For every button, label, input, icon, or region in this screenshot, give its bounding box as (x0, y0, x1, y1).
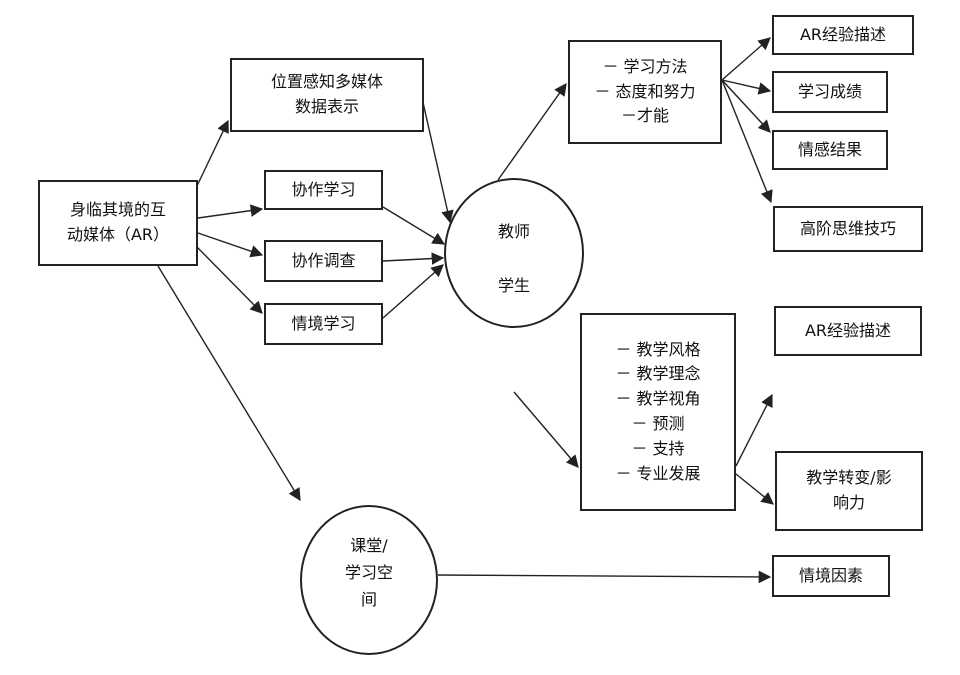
teacher-factor-5: － 支持 (631, 438, 685, 458)
higher-order-thinking-box: 高阶思维技巧 (773, 206, 923, 252)
teaching-impact-box: 教学转变/影 响力 (775, 451, 923, 531)
learning-achievement-label: 学习成绩 (797, 81, 862, 101)
teacher-label: 教师 (497, 222, 530, 241)
arrow-student-higher-order (721, 79, 773, 204)
arrow-teacher-ar-experience (735, 393, 773, 467)
arrow-student-grades (721, 79, 772, 95)
higher-order-thinking-label: 高阶思维技巧 (799, 218, 896, 238)
ar-media-line-2: 动媒体（AR） (66, 225, 170, 244)
teacher-factor-6: － 专业发展 (615, 463, 701, 483)
situational-factors-box: 情境因素 (772, 555, 890, 597)
arrow-situated-circle (382, 264, 444, 319)
classroom-line-2: 学习空 (344, 563, 393, 583)
teacher-student-circle (444, 178, 584, 328)
arrow-student-ar-experience (721, 37, 771, 81)
classroom-circle (300, 505, 438, 655)
arrow-circle-student-factors (497, 82, 567, 181)
arrow-collab-learning-circle (382, 206, 446, 245)
arrow-teacher-impact (735, 473, 774, 505)
learning-achievement-box: 学习成绩 (772, 71, 888, 113)
arrow-source-collab-learning (197, 204, 264, 219)
collaborative-learning-box: 协作学习 (264, 170, 383, 210)
situated-learning-box: 情境学习 (264, 303, 383, 345)
situated-learning-label: 情境学习 (291, 313, 356, 333)
teacher-ar-experience-box: AR经验描述 (774, 306, 922, 356)
collaborative-inquiry-label: 协作调查 (291, 250, 356, 270)
teacher-ar-experience-label: AR经验描述 (804, 320, 892, 340)
arrow-location-circle (421, 97, 454, 224)
teacher-factor-2: － 教学理念 (615, 364, 701, 384)
teacher-factors-box: － 教学风格 － 教学理念 － 教学视角 － 预测 － 支持 － 专业发展 (580, 313, 736, 511)
teaching-impact-line-2: 响力 (832, 493, 865, 512)
arrow-source-location (195, 119, 229, 189)
classroom-label: 课堂/ 学习空 间 (320, 532, 418, 614)
arrow-source-classroom (157, 265, 301, 502)
arrow-source-collab-inquiry (197, 232, 264, 258)
situational-factors-label: 情境因素 (798, 565, 863, 585)
student-ar-experience-label: AR经验描述 (799, 24, 887, 44)
student-label: 学生 (497, 276, 530, 295)
arrow-student-affective (721, 79, 771, 133)
student-factors-box: － 学习方法 － 态度和努力 －才能 (568, 40, 722, 144)
teacher-factor-1: － 教学风格 (615, 339, 701, 359)
student-factor-1: － 学习方法 (602, 56, 688, 76)
location-multimedia-line-1: 位置感知多媒体 (270, 72, 383, 92)
location-multimedia-box: 位置感知多媒体 数据表示 (230, 58, 424, 132)
arrow-classroom-context (437, 570, 772, 584)
affective-outcome-label: 情感结果 (797, 139, 862, 159)
ar-media-box: 身临其境的互 动媒体（AR） (38, 180, 198, 266)
ar-media-line-1: 身临其境的互 (69, 200, 166, 220)
collaborative-learning-label: 协作学习 (291, 179, 356, 199)
arrow-teacher-factors (513, 391, 579, 468)
student-factor-3: －才能 (620, 106, 669, 126)
classroom-line-3: 间 (360, 590, 377, 610)
arrow-source-situated (195, 245, 263, 314)
affective-outcome-box: 情感结果 (772, 130, 888, 170)
teacher-factor-4: － 预测 (631, 414, 685, 433)
classroom-line-1: 课堂/ (350, 536, 388, 555)
collaborative-inquiry-box: 协作调查 (264, 240, 383, 282)
student-factor-2: － 态度和努力 (594, 81, 696, 101)
teacher-factor-3: － 教学视角 (615, 389, 701, 409)
arrow-collab-inquiry-circle (382, 252, 445, 265)
teaching-impact-line-1: 教学转变/影 (806, 468, 892, 488)
location-multimedia-line-2: 数据表示 (294, 97, 359, 116)
student-ar-experience-box: AR经验描述 (772, 15, 914, 55)
